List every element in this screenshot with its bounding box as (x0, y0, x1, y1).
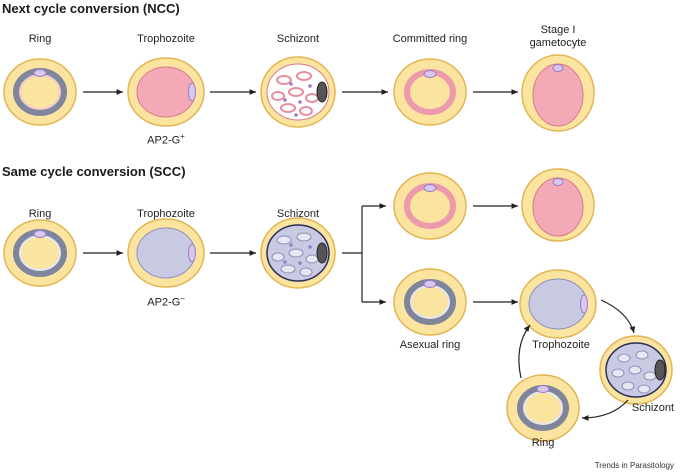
cycle-schizont-cell (599, 335, 673, 405)
ncc-committed-ring-cell (393, 58, 467, 126)
cycle-ring-cell (506, 374, 580, 442)
cycle-arrow-to-schizont (600, 299, 635, 334)
ncc-marker: AP2-G+ (147, 132, 185, 147)
ncc-heading: Next cycle conversion (NCC) (2, 1, 180, 16)
ncc-label-ring: Ring (28, 33, 52, 45)
scc-committed-ring-cell (393, 172, 467, 240)
cycle-trophozoite-cell (519, 269, 597, 339)
ncc-label-trophozoite: Trophozoite (137, 33, 195, 45)
scc-label-ring: Ring (28, 208, 52, 220)
ncc-schizont-cell (260, 56, 336, 128)
ncc-trophozoite-cell (127, 57, 205, 127)
ncc-label-gametocyte: Stage I gametocyte (529, 24, 587, 49)
cycle-label-trophozoite: Trophozoite (532, 339, 590, 351)
ncc-ring-cell (3, 58, 77, 126)
scc-marker: AP2-G– (147, 294, 185, 309)
scc-ring-cell (3, 219, 77, 287)
journal-credit: Trends in Parasitology (594, 461, 674, 470)
scc-label-schizont: Schizont (276, 208, 320, 220)
scc-schizont-cell (260, 217, 336, 289)
cycle-label-schizont: Schizont (631, 402, 675, 414)
cycle-arrow-to-trophozoite (518, 324, 531, 379)
ncc-label-schizont: Schizont (276, 33, 320, 45)
ncc-label-committed-ring: Committed ring (392, 33, 468, 45)
scc-label-asexual-ring: Asexual ring (399, 339, 461, 351)
scc-label-trophozoite: Trophozoite (137, 208, 195, 220)
cycle-arrow-to-ring (581, 399, 629, 421)
scc-heading: Same cycle conversion (SCC) (2, 164, 186, 179)
scc-trophozoite-cell (127, 218, 205, 288)
scc-asexual-ring-cell (393, 268, 467, 336)
cycle-label-ring: Ring (531, 437, 555, 449)
scc-branch-arrow (342, 203, 386, 305)
scc-gametocyte-cell (521, 168, 595, 242)
ncc-gametocyte-cell (521, 54, 595, 132)
